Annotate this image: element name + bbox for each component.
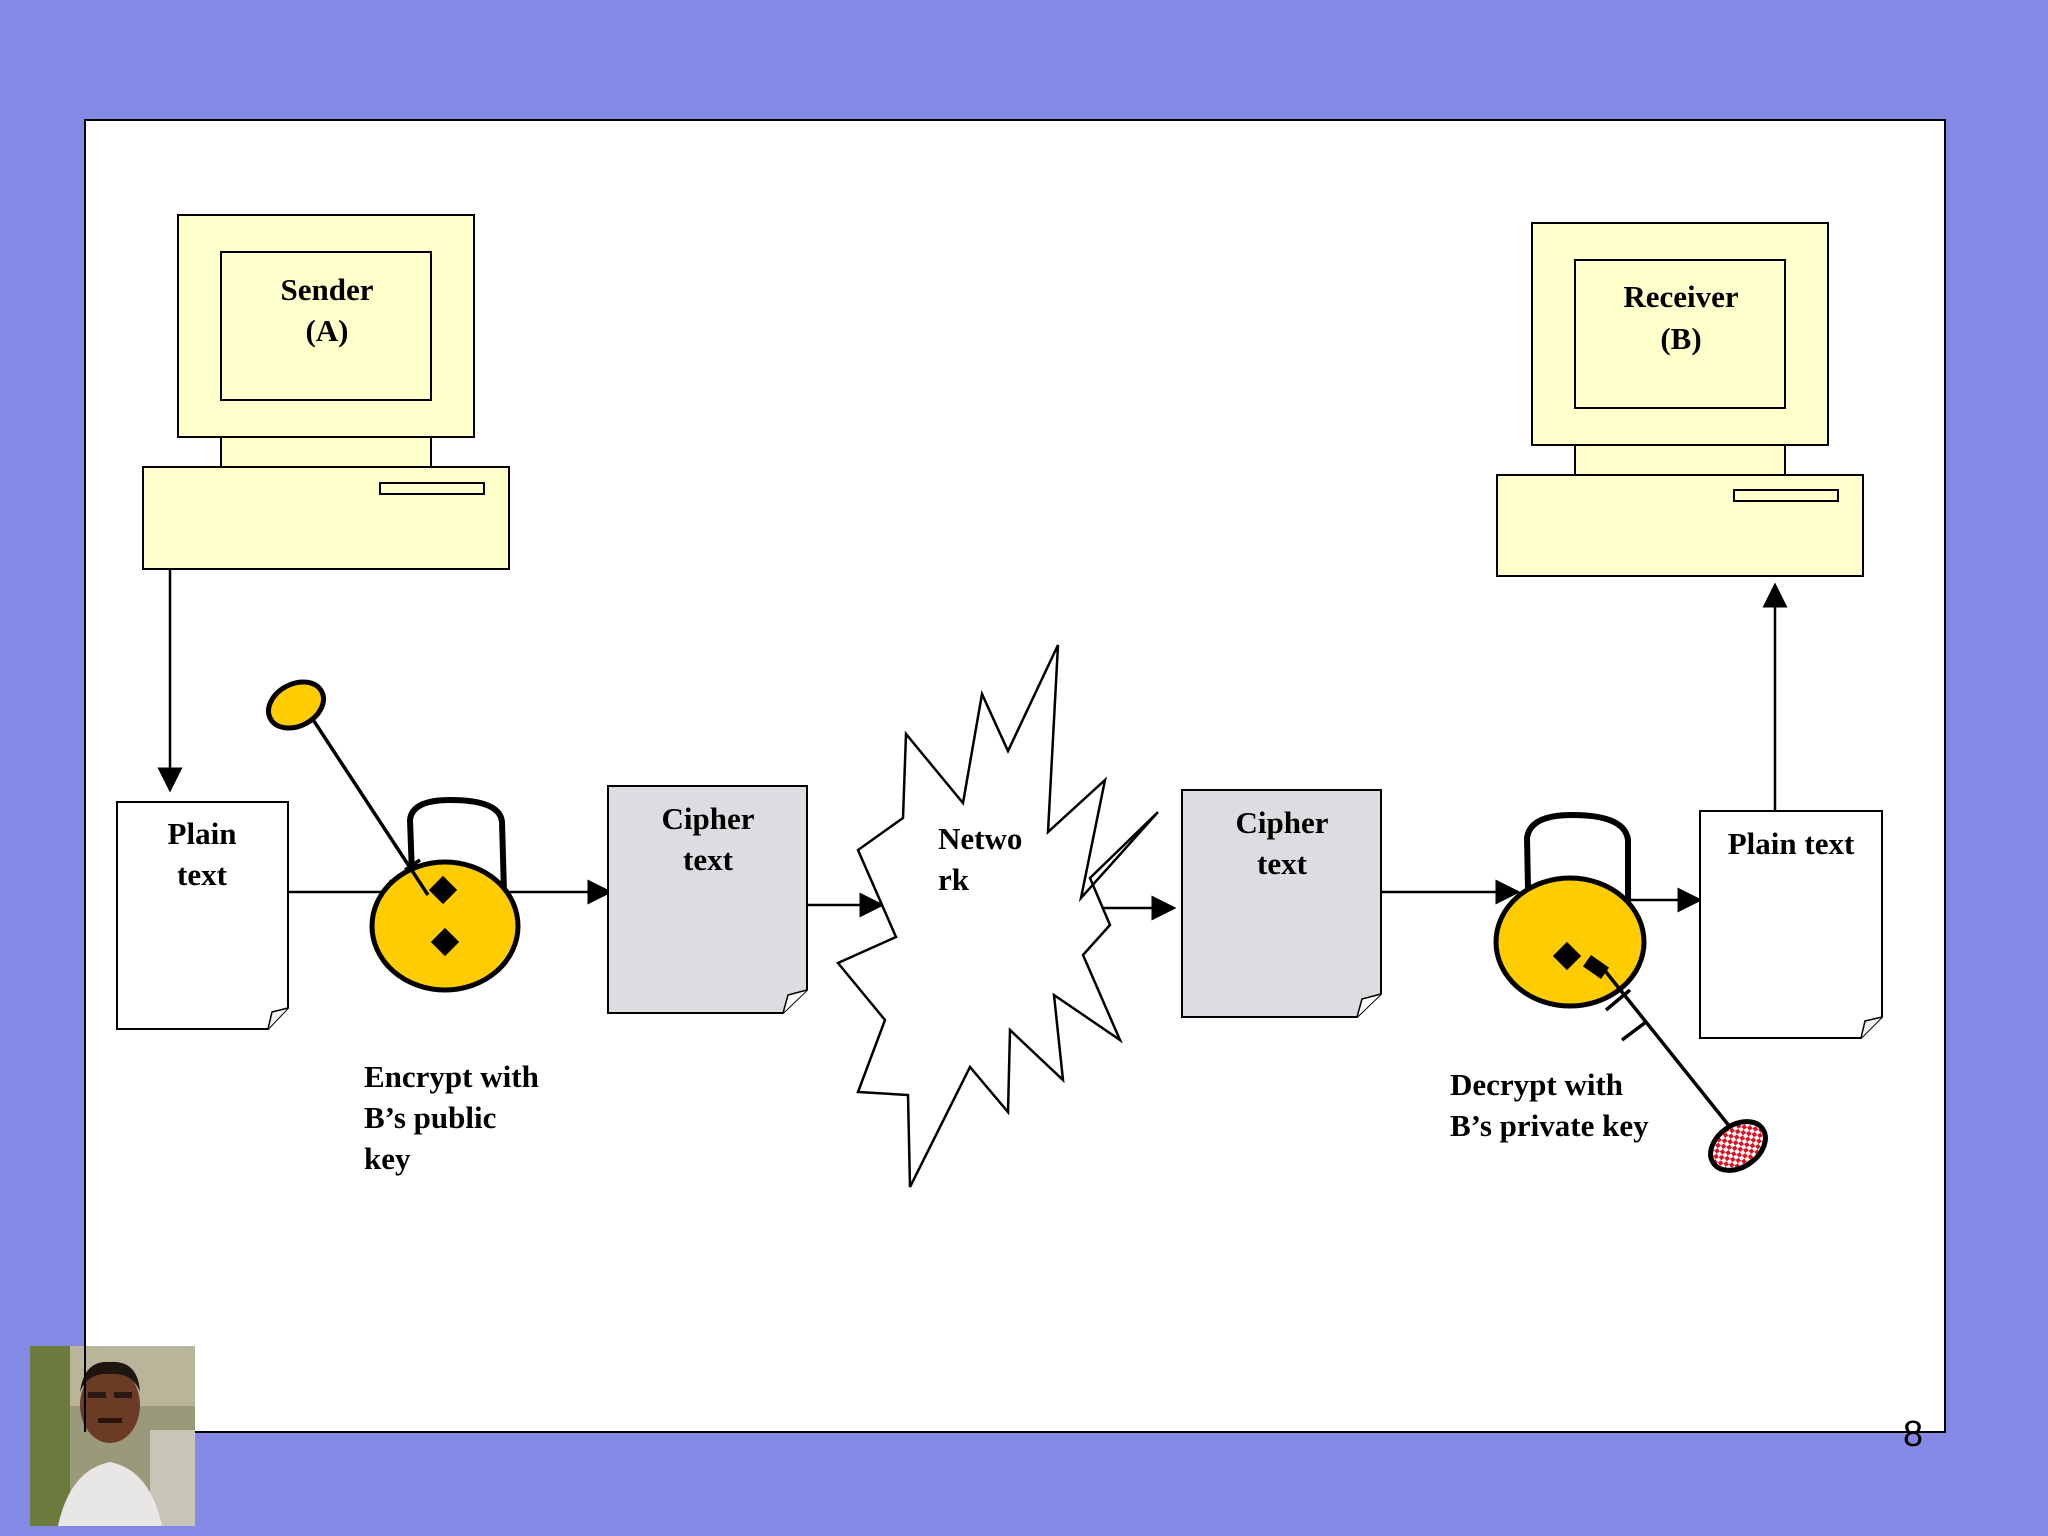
network-label-line1: Netwo — [938, 821, 1022, 856]
plain-text-document-left: Plain text — [116, 801, 289, 1030]
decrypt-caption-line2: B’s private key — [1450, 1108, 1649, 1143]
sender-drive-slot — [379, 482, 485, 495]
page-number: 8 — [1903, 1413, 1923, 1454]
receiver-computer: Receiver (B) — [1496, 222, 1864, 577]
sender-screen — [220, 251, 432, 401]
encrypt-caption-line1: Encrypt with — [364, 1059, 539, 1094]
plain-text-document-right: Plain text — [1699, 810, 1883, 1039]
cipher-text-left-line2: text — [683, 842, 734, 877]
sender-id: (A) — [305, 313, 348, 348]
sender-label: Sender — [281, 272, 374, 307]
network-cloud: Netwo rk — [835, 644, 1159, 1188]
receiver-screen — [1574, 259, 1786, 409]
public-key-icon — [266, 679, 430, 896]
receiver-monitor-stand — [1574, 444, 1786, 476]
private-key-icon — [1596, 960, 1768, 1173]
receiver-id: (B) — [1660, 321, 1701, 356]
cipher-text-left-line1: Cipher — [662, 801, 755, 836]
cipher-text-document-left: Cipher text — [607, 785, 808, 1014]
sender-computer: Sender (A) — [142, 214, 510, 570]
cipher-text-right-line2: text — [1257, 846, 1308, 881]
encrypt-caption-line2: B’s public — [364, 1100, 496, 1135]
plain-text-right-label: Plain text — [1728, 826, 1855, 861]
encrypt-caption-line3: key — [364, 1141, 411, 1176]
cipher-text-document-right: Cipher text — [1181, 789, 1382, 1018]
plain-text-left-line2: text — [177, 857, 228, 892]
decrypt-caption-line1: Decrypt with — [1450, 1067, 1623, 1102]
cipher-text-right-line1: Cipher — [1236, 805, 1329, 840]
receiver-drive-slot — [1733, 489, 1839, 502]
network-label-line2: rk — [938, 862, 970, 897]
receiver-label: Receiver — [1623, 279, 1739, 314]
sender-monitor-stand — [220, 436, 432, 468]
plain-text-left-line1: Plain — [168, 816, 237, 851]
encrypt-padlock-icon — [369, 796, 521, 993]
avatar — [30, 1346, 195, 1526]
